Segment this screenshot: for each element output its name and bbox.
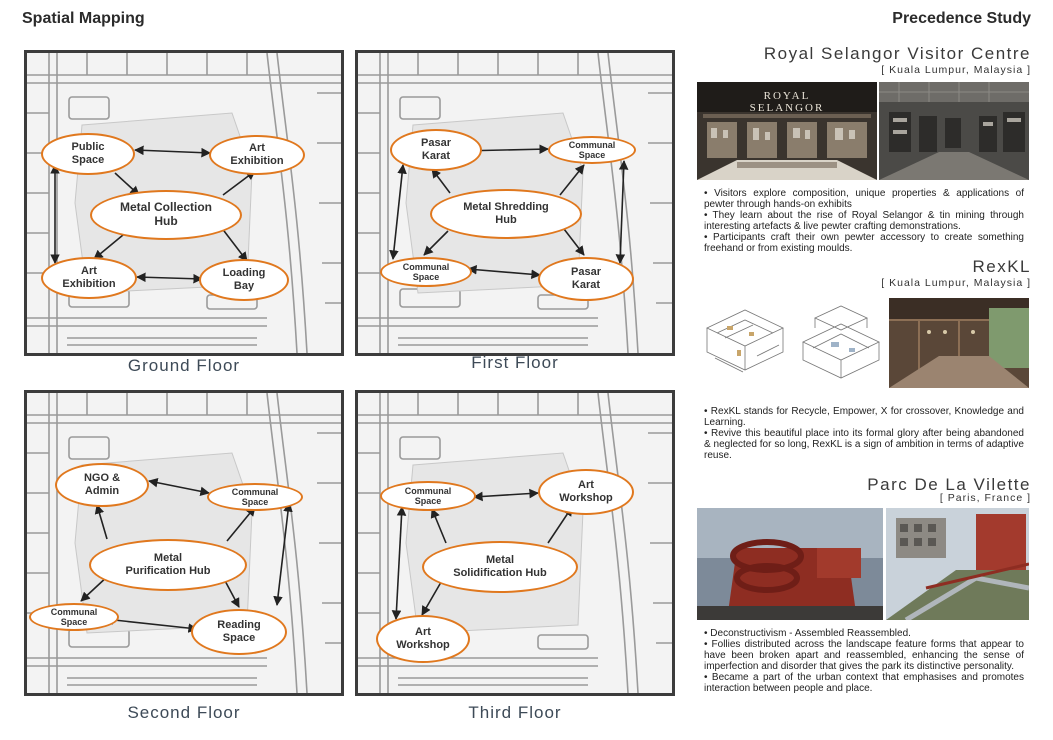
spatial-mapping-title: Spatial Mapping <box>22 10 145 27</box>
reading-space-node: Reading Space <box>191 609 287 655</box>
first-floor-plan: Metal Shredding Hub Pasar Karat Communal… <box>355 50 675 356</box>
royal-selangor-location: [ Kuala Lumpur, Malaysia ] <box>881 64 1031 76</box>
parc-vilette-photo-left <box>697 508 883 620</box>
art-workshop-node-top: Art Workshop <box>538 469 634 515</box>
public-space-node: Public Space <box>41 133 135 175</box>
rexkl-axonometric-2 <box>795 298 887 388</box>
parc-vilette-bullet-1: • Deconstructivism - Assembled Reassembl… <box>704 628 911 639</box>
rexkl-description: • RexKL stands for Recycle, Empower, X f… <box>704 406 1024 461</box>
third-floor-label: Third Floor <box>468 703 562 722</box>
royal-selangor-photo-right <box>879 82 1029 180</box>
parc-vilette-title: Parc De La Vilette <box>867 475 1031 494</box>
third-floor-plan: Metal Solidification Hub Communal Space … <box>355 390 675 696</box>
pasar-karat-node-bottom: Pasar Karat <box>538 257 634 301</box>
parc-vilette-description: • Deconstructivism - Assembled Reassembl… <box>704 628 1024 694</box>
parc-vilette-location: [ Paris, France ] <box>939 492 1031 504</box>
first-floor-diagram <box>358 53 672 353</box>
rexkl-location: [ Kuala Lumpur, Malaysia ] <box>881 277 1031 289</box>
second-floor-plan: Metal Purification Hub NGO & Admin Commu… <box>24 390 344 696</box>
metal-shredding-hub-node: Metal Shredding Hub <box>430 189 582 239</box>
communal-space-node-left: Communal Space <box>29 603 119 631</box>
royal-selangor-bullet-3: • Participants craft their own pewter ac… <box>704 232 1024 254</box>
communal-space-node-third: Communal Space <box>380 481 476 511</box>
ground-floor-diagram <box>27 53 341 353</box>
second-floor-label: Second Floor <box>127 703 241 722</box>
first-floor-label: First Floor <box>471 353 559 372</box>
pasar-karat-node-top: Pasar Karat <box>390 129 482 171</box>
art-exhibition-node-bottom: Art Exhibition <box>41 257 137 299</box>
royal-selangor-description: • Visitors explore composition, unique p… <box>704 188 1024 254</box>
communal-space-node-bottom: Communal Space <box>380 257 472 287</box>
royal-selangor-photo-left: ROYAL SELANGOR <box>697 82 877 180</box>
parc-vilette-photo-right <box>886 508 1029 620</box>
communal-space-node-top: Communal Space <box>548 136 636 164</box>
ngo-admin-node: NGO & Admin <box>55 463 149 507</box>
communal-space-node-right: Communal Space <box>207 483 303 511</box>
rexkl-axonometric-1 <box>697 298 793 388</box>
ground-floor-plan: Metal Collection Hub Public Space Art Ex… <box>24 50 344 356</box>
rexkl-interior-photo <box>889 298 1029 388</box>
art-exhibition-node-top: Art Exhibition <box>209 135 305 175</box>
royal-selangor-bullet-1: • Visitors explore composition, unique p… <box>704 188 1024 210</box>
parc-vilette-bullet-3: • Became a part of the urban context tha… <box>704 672 1024 694</box>
royal-selangor-title: Royal Selangor Visitor Centre <box>763 44 1031 63</box>
ground-floor-label: Ground Floor <box>127 356 241 375</box>
metal-solidification-hub-node: Metal Solidification Hub <box>422 541 578 593</box>
metal-purification-hub-node: Metal Purification Hub <box>89 539 247 591</box>
loading-bay-node: Loading Bay <box>199 259 289 301</box>
art-workshop-node-bottom: Art Workshop <box>376 615 470 663</box>
rexkl-bullet-1: • RexKL stands for Recycle, Empower, X f… <box>704 406 1024 428</box>
royal-selangor-bullet-2: • They learn about the rise of Royal Sel… <box>704 210 1024 232</box>
royal-selangor-sign: ROYAL SELANGOR <box>749 90 825 114</box>
rexkl-bullet-2: • Revive this beautiful place into its f… <box>704 428 1024 461</box>
parc-vilette-bullet-2: • Follies distributed across the landsca… <box>704 639 1024 672</box>
precedence-study-title: Precedence Study <box>892 10 1031 27</box>
rexkl-title: RexKL <box>972 257 1031 276</box>
metal-collection-hub-node: Metal Collection Hub <box>90 190 242 240</box>
